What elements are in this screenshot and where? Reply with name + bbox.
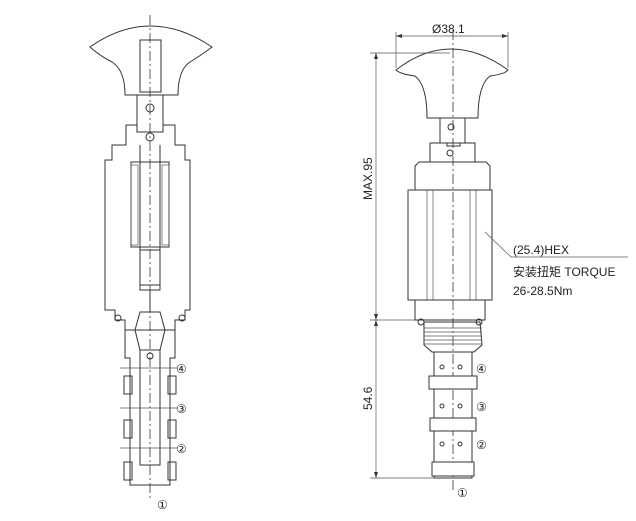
torque-value-label: 26-28.5Nm <box>513 284 572 298</box>
section-spring-right <box>161 164 170 246</box>
external-thread-lines <box>424 327 482 345</box>
section-piston <box>139 249 161 286</box>
section-cartridge <box>124 330 176 486</box>
section-port-4-label: ④ <box>176 362 187 376</box>
external-neck <box>414 299 486 321</box>
external-collar <box>414 161 491 191</box>
section-seals <box>123 375 177 481</box>
external-port-1-label: ① <box>457 486 468 500</box>
section-stem <box>136 95 164 125</box>
dimension-max-length: MAX.95 <box>361 52 450 321</box>
external-port-holes <box>439 364 463 447</box>
section-spring-left <box>130 164 139 246</box>
insert-length-label: 54.6 <box>361 386 375 410</box>
external-knob <box>395 48 509 119</box>
section-body <box>104 124 191 331</box>
external-view: ④ ③ ② ① Ø38.1 MAX.95 54.6 (25.4)HE <box>361 22 628 500</box>
external-cartridge <box>433 351 473 479</box>
external-port-3-label: ③ <box>476 400 487 414</box>
section-port-lines <box>120 367 178 449</box>
section-port-1-label: ① <box>157 498 168 512</box>
external-pin-upper <box>447 123 455 131</box>
external-seal-rings <box>428 375 478 477</box>
external-pin-lower <box>446 149 454 157</box>
hex-torque-note: (25.4)HEX 安装扭矩 TORQUE 26-28.5Nm <box>484 231 628 298</box>
torque-label: 安装扭矩 TORQUE <box>513 264 615 279</box>
section-knob <box>89 25 213 96</box>
section-spool <box>139 350 161 466</box>
external-stem <box>439 117 466 144</box>
dimension-insert-length: 54.6 <box>361 320 434 479</box>
section-port-2-label: ② <box>176 442 187 456</box>
section-view: ④ ③ ② ① <box>89 15 213 512</box>
section-spool-hole <box>146 352 154 360</box>
knob-diameter-label: Ø38.1 <box>432 22 465 36</box>
section-port-3-label: ③ <box>176 402 187 416</box>
section-oring-left <box>114 314 122 322</box>
external-thread <box>423 321 483 353</box>
external-port-4-label: ④ <box>476 362 487 376</box>
hex-size-label: (25.4)HEX <box>513 243 569 257</box>
section-oring-right <box>178 314 186 322</box>
max-length-label: MAX.95 <box>361 157 375 200</box>
section-pin-lower <box>145 132 155 142</box>
section-knob-insert <box>139 39 162 93</box>
external-hex-flats <box>426 190 477 300</box>
external-hex-body <box>407 189 493 301</box>
external-port-2-label: ② <box>476 438 487 452</box>
dimension-knob-diameter: Ø38.1 <box>395 22 509 68</box>
section-pin-upper <box>145 103 155 113</box>
